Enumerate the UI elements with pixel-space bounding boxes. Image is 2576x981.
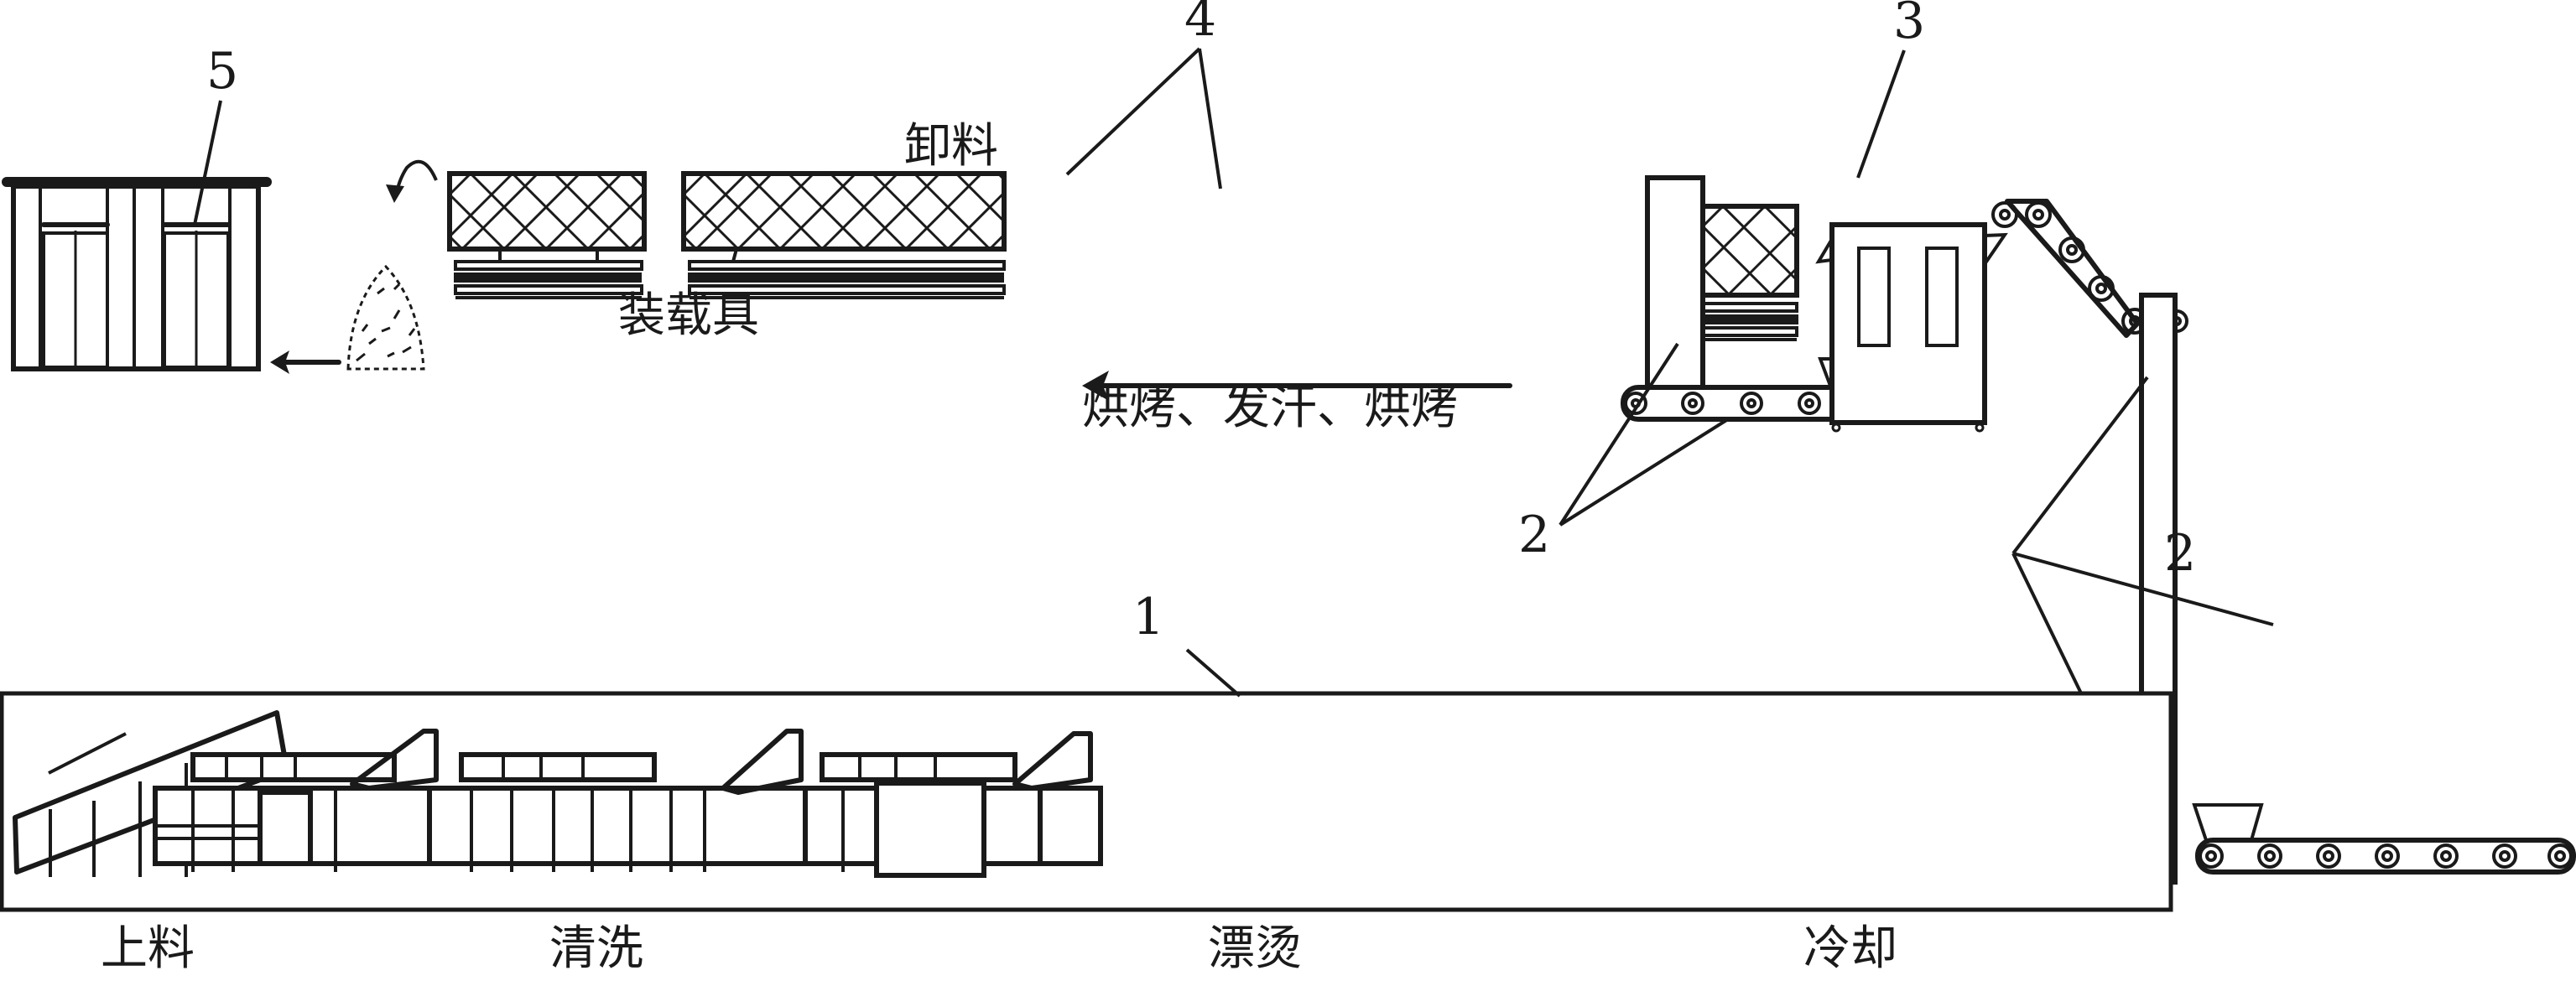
callout-4-leader-a bbox=[1065, 47, 1201, 176]
oven-4-rightmost bbox=[1700, 204, 1799, 341]
machine-unit-3 bbox=[1815, 222, 2008, 433]
callout-5-label: 5 bbox=[206, 42, 238, 101]
callout-3-label: 3 bbox=[1893, 0, 1925, 50]
to-container-label: 装载具 bbox=[618, 288, 759, 343]
callout-2a-label: 2 bbox=[1518, 506, 1550, 564]
product-pile-icon bbox=[346, 264, 425, 371]
container-unit-5 bbox=[2, 177, 272, 371]
processing-line-1 bbox=[0, 691, 2173, 912]
process-label: 烘烤、发汗、烘烤 bbox=[1082, 381, 1458, 435]
stage-label-washing: 清洗 bbox=[549, 921, 643, 976]
unload-arrow bbox=[386, 159, 438, 203]
callout-3-leader bbox=[1856, 49, 1906, 179]
callout-1-leader bbox=[1185, 648, 1241, 698]
callout-2b-label: 2 bbox=[2164, 524, 2196, 583]
arrow-to-container bbox=[270, 350, 341, 374]
callout-4-leader-b bbox=[1198, 48, 1222, 189]
callout-2a-leader-a bbox=[1559, 342, 1679, 527]
callout-4-label: 4 bbox=[1184, 0, 1216, 48]
stage-label-feeding: 上料 bbox=[101, 921, 195, 976]
process-arrow bbox=[1082, 371, 1512, 401]
callout-5-leader bbox=[193, 100, 222, 226]
callout-2b-leader-b bbox=[2012, 552, 2274, 626]
unload-label: 卸料 bbox=[904, 119, 998, 174]
stage-label-cooling: 冷却 bbox=[1803, 921, 1897, 976]
callout-1-label: 1 bbox=[1132, 588, 1164, 646]
support-post bbox=[1645, 175, 1705, 390]
conveyor-2-lower bbox=[2192, 803, 2576, 875]
oven-4-right bbox=[681, 171, 1007, 299]
callout-2a-leader-b bbox=[1559, 418, 1730, 527]
oven-4-left bbox=[447, 171, 647, 299]
stage-label-blanching: 漂烫 bbox=[1208, 921, 1302, 976]
callout-2b-leader-a bbox=[2011, 376, 2149, 555]
